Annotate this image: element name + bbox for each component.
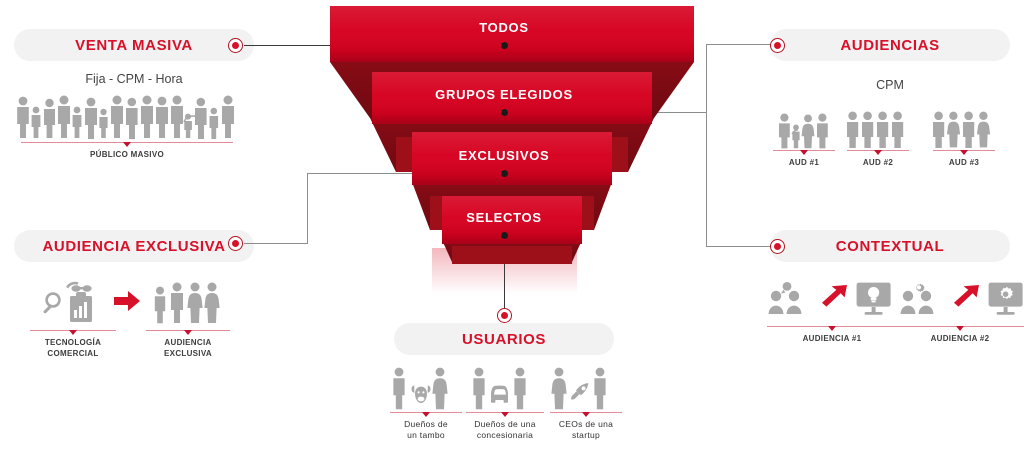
caption-contextual-1: AUDIENCIA #1 xyxy=(762,326,902,344)
caption-aud-excl-line2: EXCLUSIVA xyxy=(164,349,212,358)
caption-aud-1: AUD #1 xyxy=(768,150,840,168)
funnel-node-todos[interactable] xyxy=(497,38,512,53)
caption-rule xyxy=(21,142,233,147)
node-venta-masiva[interactable] xyxy=(228,38,243,53)
pill-audiencias-label: AUDIENCIAS xyxy=(840,36,940,54)
node-audiencias[interactable] xyxy=(770,38,785,53)
two-people-gear-icon xyxy=(900,282,944,316)
caption-usuarios-1-line1: Dueños de xyxy=(404,419,448,429)
caption-usuarios-3-line1: CEOs de una xyxy=(558,419,614,429)
caption-rule xyxy=(550,412,622,417)
caption-rule xyxy=(773,150,835,155)
couple-car-icon xyxy=(472,366,530,410)
funnel-tier-4-underside xyxy=(452,246,572,264)
caption-aud-excl-line1: AUDIENCIA xyxy=(164,338,212,347)
funnel-tier-label-3: EXCLUSIVOS xyxy=(458,148,550,163)
node-contextual[interactable] xyxy=(770,239,785,254)
audiencias-subtitle: CPM xyxy=(876,78,904,92)
funnel-tier-label-4: SELECTOS xyxy=(466,210,542,225)
pill-contextual-label: CONTEXTUAL xyxy=(835,237,945,255)
caption-contextual-2: AUDIENCIA #2 xyxy=(890,326,1024,344)
funnel-tier-label-1: TODOS xyxy=(479,20,529,35)
connector-right-trunk-v xyxy=(706,44,707,247)
caption-tecnologia-line2: COMERCIAL xyxy=(47,349,99,358)
connector-aud-exclusiva-h1 xyxy=(244,243,308,244)
funnel-tier-1-gloss xyxy=(330,6,694,62)
couple-rocket-icon xyxy=(551,366,610,410)
monitor-gear-icon xyxy=(988,282,1024,316)
caption-rule xyxy=(466,412,544,417)
caption-aud-2-text: AUD #2 xyxy=(862,158,894,167)
caption-usuarios-3-line2: startup xyxy=(571,430,601,440)
caption-usuarios-2-line1: Dueños de una xyxy=(474,419,536,429)
four-people-icon xyxy=(154,280,220,324)
funnel-tier-4-gloss xyxy=(442,196,582,244)
connector-contextual-h xyxy=(706,246,778,247)
node-usuarios[interactable] xyxy=(497,308,512,323)
caption-usuarios-2-line2: concesionaria xyxy=(476,430,534,440)
pill-venta-masiva-label: VENTA MASIVA xyxy=(75,36,193,54)
couple-cow-icon xyxy=(392,366,450,410)
caption-aud-1-text: AUD #1 xyxy=(788,158,820,167)
connector-aud-exclusiva-v xyxy=(307,173,308,244)
caption-rule xyxy=(146,330,230,335)
caption-aud-2: AUD #2 xyxy=(842,150,914,168)
caption-publico-masivo: PÚBLICO MASIVO xyxy=(14,142,240,160)
connector-audiencias-h xyxy=(706,44,778,45)
two-people-icon xyxy=(768,282,812,316)
caption-contextual-2-text: AUDIENCIA #2 xyxy=(930,334,990,343)
mixed-group-icon xyxy=(932,110,992,148)
caption-usuarios-2: Dueños de una concesionaria xyxy=(462,412,548,441)
caption-aud-3: AUD #3 xyxy=(928,150,1000,168)
caption-rule xyxy=(767,326,897,331)
pill-audiencias[interactable]: AUDIENCIAS xyxy=(770,29,1010,61)
funnel-tier-3-gloss xyxy=(412,132,612,185)
caption-rule xyxy=(895,326,1024,331)
node-audiencia-exclusiva[interactable] xyxy=(228,236,243,251)
funnel-node-selectos[interactable] xyxy=(497,228,512,243)
caption-tecnologia-line1: TECNOLOGÍA xyxy=(44,338,102,347)
venta-masiva-subtitle: Fija - CPM - Hora xyxy=(85,72,183,86)
connector-aud-exclusiva-h2 xyxy=(307,173,503,174)
crowd-people-icon xyxy=(16,94,240,139)
caption-aud-3-text: AUD #3 xyxy=(948,158,980,167)
caption-usuarios-1-line2: un tambo xyxy=(407,430,445,440)
pill-usuarios[interactable]: USUARIOS xyxy=(394,323,614,355)
caption-rule xyxy=(933,150,995,155)
red-arrow-right-icon xyxy=(114,291,140,311)
pill-venta-masiva[interactable]: VENTA MASIVA xyxy=(14,29,254,61)
caption-usuarios-3: CEOs de una startup xyxy=(546,412,626,441)
red-arrow-up-right-icon xyxy=(820,284,848,312)
pill-contextual[interactable]: CONTEXTUAL xyxy=(770,230,1010,262)
caption-tecnologia-comercial: TECNOLOGÍA COMERCIAL xyxy=(26,330,120,359)
funnel-node-exclusivos[interactable] xyxy=(497,166,512,181)
caption-contextual-1-text: AUDIENCIA #1 xyxy=(802,334,862,343)
caption-publico-masivo-text: PÚBLICO MASIVO xyxy=(90,150,164,159)
caption-usuarios-1: Dueños de un tambo xyxy=(386,412,466,441)
family-group-icon xyxy=(778,112,830,149)
connector-usuarios-v xyxy=(504,235,505,315)
caption-rule xyxy=(390,412,462,417)
funnel-graphic xyxy=(330,6,694,264)
funnel-tier-label-2: GRUPOS ELEGIDOS xyxy=(435,87,573,102)
men-group-icon xyxy=(846,110,906,148)
caption-rule xyxy=(30,330,116,335)
funnel-node-grupos[interactable] xyxy=(497,105,512,120)
pill-usuarios-label: USUARIOS xyxy=(462,330,546,348)
caption-audiencia-exclusiva: AUDIENCIA EXCLUSIVA xyxy=(142,330,234,359)
monitor-lightbulb-icon xyxy=(856,282,892,316)
funnel-tier-2-gloss xyxy=(372,72,652,124)
caption-rule xyxy=(847,150,909,155)
pill-audiencia-exclusiva[interactable]: AUDIENCIA EXCLUSIVA xyxy=(14,230,254,262)
pill-audiencia-exclusiva-label: AUDIENCIA EXCLUSIVA xyxy=(42,237,226,255)
commercial-technology-icon xyxy=(42,278,104,324)
red-arrow-up-right-icon xyxy=(952,284,980,312)
